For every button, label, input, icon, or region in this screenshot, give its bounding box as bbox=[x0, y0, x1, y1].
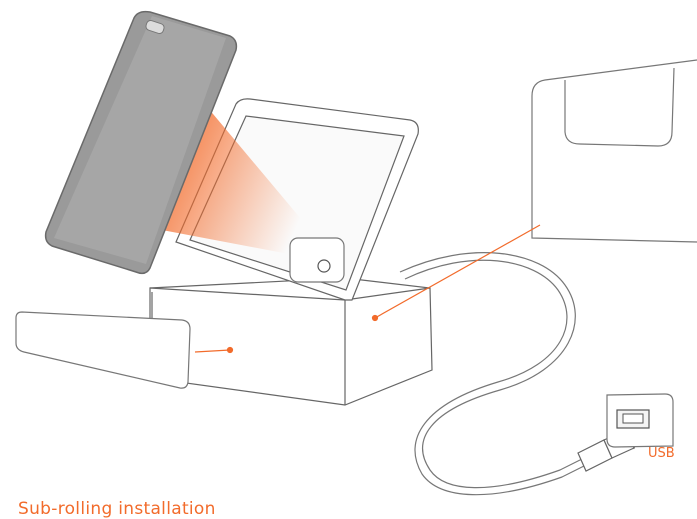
label-plate bbox=[15, 311, 191, 389]
smartphone-icon bbox=[44, 10, 238, 275]
usb-cable bbox=[399, 252, 593, 496]
scan-beam bbox=[162, 108, 322, 258]
callout-lines bbox=[194, 224, 541, 354]
usb-label: USB bbox=[648, 446, 675, 461]
caption: Sub-rolling installation bbox=[18, 499, 216, 519]
mounting-bracket-icon bbox=[531, 59, 697, 243]
usb-port-icon bbox=[606, 393, 674, 448]
bracket-notch bbox=[564, 67, 675, 147]
